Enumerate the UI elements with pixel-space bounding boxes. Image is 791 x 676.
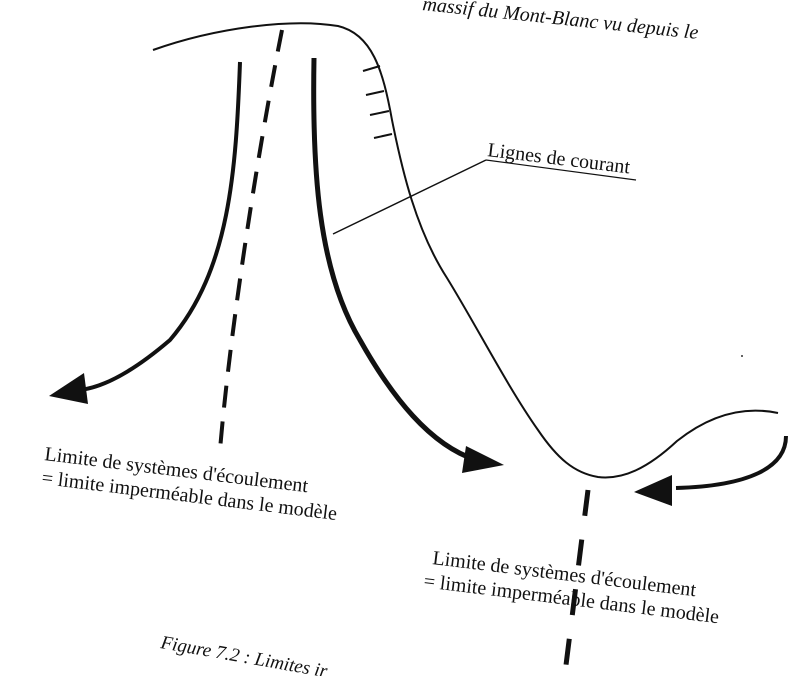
left-streamline-arrowhead	[49, 373, 88, 404]
figure-caption-fragment: Figure 7.2 : Limites ir	[158, 632, 329, 676]
right-streamline	[676, 436, 786, 488]
streamline-label-leader	[333, 160, 486, 234]
right-streamline-arrowhead	[634, 475, 672, 506]
middle-streamline-arrowhead	[462, 446, 504, 473]
topographic-profile	[153, 23, 778, 477]
left-dashed-boundary	[220, 30, 282, 450]
title-fragment: massif du Mont-Blanc vu depuis le	[421, 0, 699, 44]
left-boundary-caption: Limite de systèmes d'écoulement = limite…	[40, 443, 341, 525]
middle-streamline	[314, 58, 476, 460]
right-boundary-caption: Limite de systèmes d'écoulement = limite…	[423, 546, 724, 628]
left-streamline	[80, 62, 240, 390]
speck-mark	[741, 355, 743, 357]
streamlines-label: Lignes de courant	[486, 139, 631, 178]
